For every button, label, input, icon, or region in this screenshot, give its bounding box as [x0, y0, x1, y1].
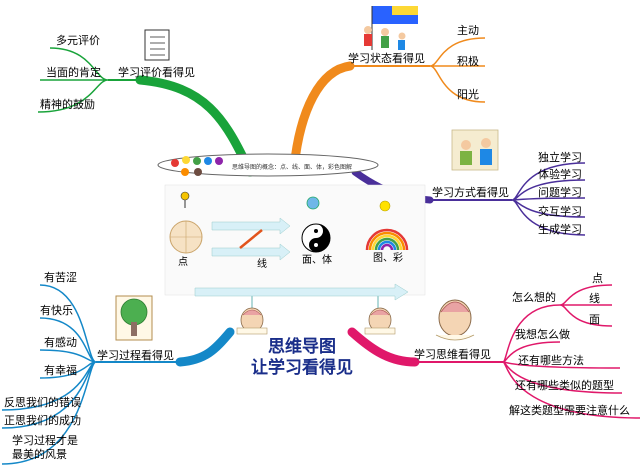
state-branch-title: 学习状态看得见 [348, 52, 425, 65]
process-item-last: 学习过程才是 最美的风景 [12, 434, 78, 462]
thinking-how-label: 怎么想的 [512, 291, 556, 304]
smiley-icon [379, 200, 391, 212]
palette-text: 思维导图的概念：点、线、面、体，彩色图解 [232, 164, 353, 171]
evaluation-item: 多元评价 [56, 34, 100, 47]
state-item: 阳光 [457, 88, 479, 101]
thinking-item: 我想怎么做 [515, 328, 570, 341]
surface-label: 面、体 [302, 255, 332, 266]
method-item: 体验学习 [538, 168, 582, 181]
bottom-flow-arrow [194, 283, 409, 301]
center-title: 思维导图 让学习看得见 [232, 337, 372, 379]
state-item: 主动 [457, 24, 479, 37]
reading-people-icon [451, 129, 499, 171]
process-item: 有苦涩 [44, 271, 77, 284]
branch-state-sub [429, 37, 486, 103]
checklist-icon [144, 29, 170, 61]
process-item: 有幸福 [44, 364, 77, 377]
center-title-line1: 思维导图 [268, 337, 336, 357]
process-item: 反思我们的错误 [4, 396, 81, 409]
center-title-line2: 让学习看得见 [251, 358, 353, 378]
yin-yang-icon [301, 223, 331, 253]
thinking-item: 还有哪些方法 [518, 354, 584, 367]
flag-people-icon [364, 6, 418, 50]
concept-diagram [164, 184, 426, 308]
evaluation-branch-title: 学习评价看得见 [118, 66, 195, 79]
evaluation-item: 当面的肯定 [46, 66, 101, 79]
branch-thinking-sub [502, 304, 640, 419]
thinking-how-item: 点 [592, 272, 603, 285]
process-item: 有感动 [44, 336, 77, 349]
color-label: 图、彩 [373, 253, 403, 264]
process-item: 有快乐 [40, 304, 73, 317]
method-item: 交互学习 [538, 205, 582, 218]
branch-thinking [347, 327, 420, 367]
branch-evaluation-sub [37, 47, 109, 113]
method-item: 生成学习 [538, 223, 582, 236]
brain-head-icon [364, 307, 396, 335]
process-item-last-line1: 学习过程才是 [12, 434, 78, 447]
brain-head-icon [435, 299, 475, 341]
branch-process-sub [1, 284, 97, 465]
globe-icon [306, 196, 320, 210]
branch-thinking-how-sub [559, 284, 613, 327]
arrow-to-line [211, 243, 291, 261]
process-branch-title: 学习过程看得见 [97, 349, 174, 362]
thinking-item: 还有哪些类似的题型 [515, 379, 614, 392]
line-label: 线 [257, 259, 267, 270]
branch-method-sub [511, 162, 586, 236]
evaluation-item: 精神的鼓励 [40, 98, 95, 111]
state-item: 积极 [457, 55, 479, 68]
pin-icon [180, 191, 190, 201]
method-item: 独立学习 [538, 151, 582, 164]
arrow-to-concept [211, 217, 291, 235]
branch-state [289, 61, 355, 173]
branch-process [175, 327, 235, 367]
thinking-how-item: 面 [589, 313, 600, 326]
thinking-branch-title: 学习思维看得见 [414, 348, 491, 361]
method-item: 问题学习 [538, 186, 582, 199]
tree-icon [115, 295, 153, 341]
process-item-last-line2: 最美的风景 [12, 448, 67, 461]
palette-icon [157, 153, 379, 177]
process-item: 正思我们的成功 [4, 414, 81, 427]
method-branch-title: 学习方式看得见 [432, 186, 509, 199]
thinking-how-item: 线 [589, 292, 600, 305]
thinking-item: 解这类题型需要注意什么 [509, 404, 630, 417]
point-label: 点 [178, 257, 188, 268]
brain-head-icon [236, 307, 268, 335]
rainbow-icon [365, 228, 409, 251]
